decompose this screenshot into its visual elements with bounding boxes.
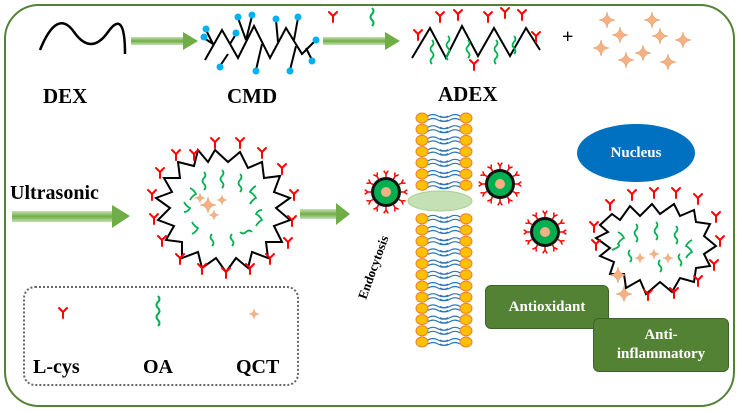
nanoparticle-small-3: [523, 210, 567, 254]
legend-l-cys-label: L-cys: [33, 356, 80, 378]
arrow-cmd-to-adex: [323, 32, 400, 50]
cmd-label: CMD: [227, 84, 278, 108]
cell-membrane: [415, 112, 473, 348]
legend-oa-icon: [155, 295, 161, 327]
antioxidant-box: Antioxidant: [485, 285, 609, 329]
micelle-large: [147, 137, 299, 279]
legend-oa-label: OA: [143, 356, 173, 378]
ultrasonic-label: Ultrasonic: [10, 182, 99, 204]
plus-sign: +: [562, 26, 574, 48]
nanoparticle-small-1: [364, 170, 408, 214]
qct-cluster: [592, 11, 692, 71]
anti-inflammatory-line2: inflammatory: [616, 346, 706, 362]
adex-label: ADEX: [438, 82, 498, 106]
arrow-dex-to-cmd: [131, 32, 198, 50]
nanoparticle-small-2: [478, 162, 522, 206]
legend: [23, 286, 299, 386]
legend-qct-label: QCT: [236, 356, 280, 378]
outer-frame: [4, 4, 735, 407]
l-cys-icon: [328, 11, 338, 23]
anti-inflammatory-line1: Anti-: [644, 327, 678, 343]
cmd-chain: [203, 15, 317, 71]
endocytosis-vesicle: [407, 190, 473, 212]
cmd-dots: [200, 11, 320, 75]
arrow-to-membrane: [300, 203, 350, 225]
dex-chain: [38, 22, 127, 55]
oa-icon: [369, 7, 375, 27]
micelle-released: [589, 187, 725, 301]
anti-inflammatory-box: Anti- inflammatory: [593, 318, 729, 372]
dex-label: DEX: [43, 84, 88, 108]
nucleus: Nucleus: [577, 124, 695, 182]
arrow-ultrasonic: [12, 205, 130, 228]
adex-chain: [411, 7, 541, 71]
endocytosis-label: Endocytosis: [355, 233, 392, 301]
